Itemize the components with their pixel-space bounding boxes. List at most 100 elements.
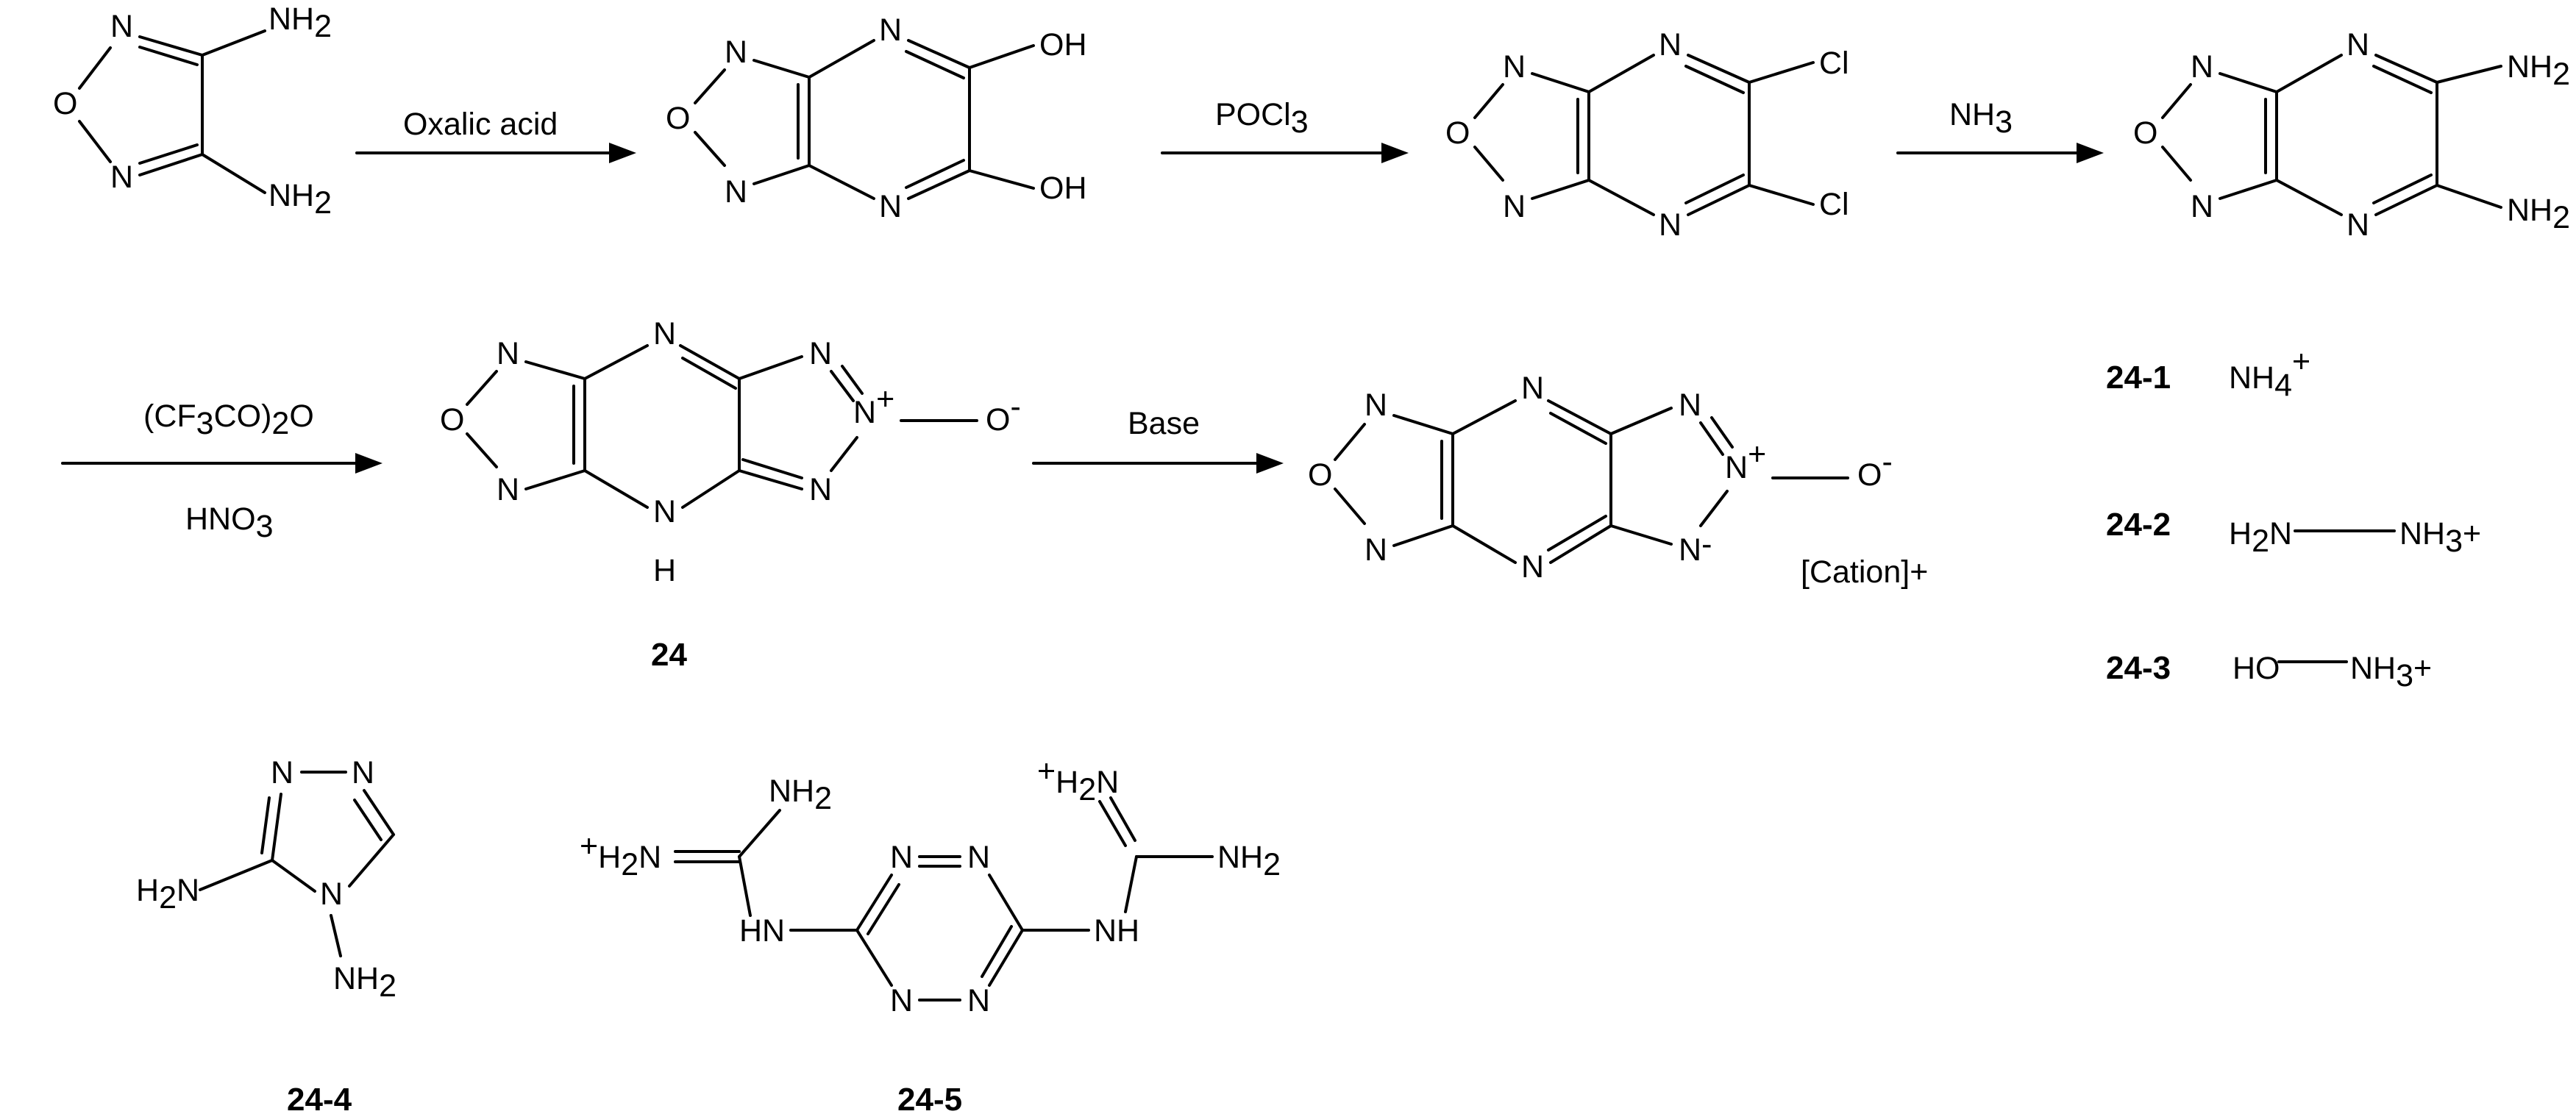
atom-OH: OH <box>1039 27 1087 63</box>
atom-N: N <box>1503 49 1526 85</box>
atom-N: N <box>2346 207 2369 243</box>
reagent-oxalic-acid: Oxalic acid <box>403 107 558 142</box>
atom-NH2: NH2 <box>268 1 332 44</box>
atom-NH2: NH2 <box>333 961 396 1004</box>
reagent-hno3: HNO3 <box>185 501 273 544</box>
atom-NH2: NH2 <box>2507 193 2570 235</box>
bond <box>138 46 199 66</box>
atom-O: O <box>666 101 690 136</box>
atom-HN: HN <box>739 913 785 949</box>
compound-label-24-3: 24-3 <box>2106 650 2171 686</box>
reaction-arrow-5: Base <box>1032 406 1284 474</box>
compound-label-24: 24 <box>651 637 687 673</box>
compound-label-24-2: 24-2 <box>2106 507 2171 543</box>
atom-N: N+ <box>1725 437 1766 485</box>
reagent-pocl3: POCl3 <box>1215 97 1309 140</box>
reaction-arrow-1: Oxalic acid <box>355 107 636 163</box>
atom-N: N <box>879 189 902 224</box>
cation-ammonium: NH4+ <box>2229 344 2310 403</box>
atom-Cl: Cl <box>1819 187 1849 222</box>
atom-N: N <box>879 13 902 48</box>
cation-hydrazinium: H2N NH3+ <box>2229 516 2481 559</box>
atom-N: N <box>271 755 293 790</box>
svg-text:H2N: H2N <box>2229 516 2292 559</box>
atom-N: N <box>2191 49 2213 85</box>
atom-N: N <box>653 494 676 529</box>
atom-NH2: NH2 <box>1217 840 1281 882</box>
atom-NH2: NH2 <box>268 178 332 221</box>
atom-O-minus: O- <box>1857 444 1893 493</box>
bond <box>78 46 112 90</box>
atom-NH2: NH2 <box>769 774 832 816</box>
cation-label: [Cation]+ <box>1801 554 1928 590</box>
atom-O: O <box>1308 457 1332 493</box>
atom-N: N <box>497 472 519 507</box>
compound-label-24-1: 24-1 <box>2106 360 2171 396</box>
compound-24-4-structure: N N H2N N NH2 <box>136 755 396 1004</box>
atom-N: N <box>1365 388 1387 423</box>
bond <box>78 120 112 163</box>
bond <box>138 35 204 57</box>
atom-N: N <box>653 316 676 351</box>
atom-O: O <box>2133 115 2157 151</box>
atom-N: N <box>1503 189 1526 224</box>
atom-N: N <box>1659 207 1682 243</box>
atom-H2N: H2N <box>136 873 199 915</box>
bond <box>201 153 266 194</box>
atom-N: N <box>110 9 133 44</box>
atom-N: N <box>725 35 747 70</box>
compound-24-5-structure: NH2 +H2N HN N N N N NH +H2N NH2 <box>580 754 1281 1018</box>
compound-24-structure: N O N N N H N N+ N O- <box>440 316 1021 588</box>
reaction-arrow-4: (CF3CO)2O HNO3 <box>61 399 383 544</box>
svg-text:HO: HO <box>2232 651 2280 686</box>
reaction-arrow-2: POCl3 <box>1161 97 1409 163</box>
atom-N: N <box>497 336 519 371</box>
reagent-base: Base <box>1128 406 1200 441</box>
atom-NH2: NH2 <box>2507 49 2570 92</box>
diamino-furazanopyrazine-structure: N O N N N NH2 NH2 <box>2133 27 2570 243</box>
compound-label-24-5: 24-5 <box>897 1082 962 1114</box>
atom-N: N <box>1365 532 1387 568</box>
bond <box>201 29 266 57</box>
anion-salt-structure: N O N N N N N+ N- O- <box>1308 371 1893 585</box>
atom-O: O <box>440 402 464 438</box>
atom-N: N <box>1659 27 1682 63</box>
reagent-tfaa: (CF3CO)2O <box>143 399 314 441</box>
atom-N: N <box>967 983 990 1018</box>
atom-N: N <box>352 755 374 790</box>
atom-N: N+ <box>853 382 894 430</box>
atom-NH: NH <box>1094 913 1139 949</box>
reaction-arrow-3: NH3 <box>1896 97 2104 163</box>
reagent-nh3: NH3 <box>1949 97 2013 140</box>
atom-O: O <box>1445 115 1470 151</box>
svg-text:NH3+: NH3+ <box>2350 651 2432 693</box>
atom-N: N <box>1679 388 1701 423</box>
dichloro-furazanopyrazine-structure: N O N N N Cl Cl <box>1445 27 1849 243</box>
bond <box>138 153 204 176</box>
atom-N: N <box>1521 371 1544 406</box>
atom-H: H <box>653 553 676 588</box>
atom-N: N <box>2346 27 2369 63</box>
atom-N: N <box>725 174 747 210</box>
atom-N: N <box>110 160 133 195</box>
atom-N-minus: N- <box>1679 526 1712 568</box>
atom-N: N <box>1521 549 1544 585</box>
dihydroxy-furazanopyrazine-structure: N O N N N OH OH <box>666 13 1087 224</box>
atom-H2N-plus: +H2N <box>580 829 661 882</box>
atom-N: N <box>967 840 990 875</box>
atom-N: N <box>2191 189 2213 224</box>
diaminofurazan-structure: N O N NH2 NH2 <box>53 1 332 221</box>
atom-OH: OH <box>1039 171 1087 206</box>
atom-O-minus: O- <box>986 389 1021 438</box>
cation-hydroxylammonium: HO NH3+ <box>2232 651 2432 693</box>
bond <box>138 143 199 165</box>
atom-N: N <box>809 336 832 371</box>
atom-N: N <box>890 840 913 875</box>
atom-Cl: Cl <box>1819 46 1849 81</box>
atom-H2N-plus: +H2N <box>1037 754 1119 807</box>
atom-N: N <box>890 983 913 1018</box>
atom-O: O <box>53 86 77 121</box>
atom-N: N <box>809 472 832 507</box>
compound-label-24-4: 24-4 <box>287 1082 352 1114</box>
